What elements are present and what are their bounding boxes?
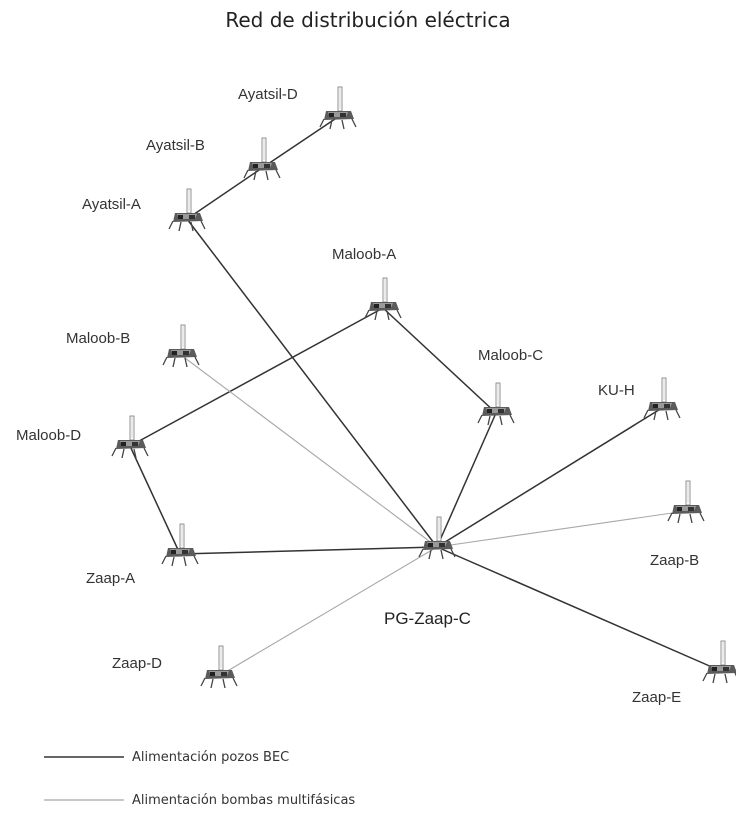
- platform-icon-maloob-c: [477, 382, 515, 426]
- connection-maloob-a-to-maloob-d: [129, 307, 384, 447]
- platform-icon-maloob-d: [111, 415, 149, 459]
- platform-icon-maloob-a: [364, 277, 402, 321]
- label-zaap-a: Zaap-A: [86, 570, 135, 587]
- label-ayatsil-d: Ayatsil-D: [238, 86, 298, 103]
- platform-icon-zaap-d: [200, 645, 238, 689]
- label-ayatsil-b: Ayatsil-B: [146, 137, 205, 154]
- connection-ayatsil-a-to-pg-zaap-c: [186, 218, 438, 548]
- label-zaap-e: Zaap-E: [632, 689, 681, 706]
- label-ayatsil-a: Ayatsil-A: [82, 196, 141, 213]
- platform-icon-ayatsil-b: [243, 137, 281, 181]
- connection-ayatsil-b-to-ayatsil-a: [186, 167, 263, 220]
- platform-icon-zaap-a: [161, 523, 199, 567]
- platform-icon-ayatsil-d: [319, 86, 357, 130]
- platform-icon-ayatsil-a: [168, 188, 206, 232]
- label-zaap-d: Zaap-D: [112, 655, 162, 672]
- label-pg-zaap-c: PG-Zaap-C: [384, 609, 471, 628]
- connection-maloob-b-to-pg-zaap-c: [180, 354, 438, 548]
- connection-maloob-c-to-pg-zaap-c: [436, 412, 497, 548]
- legend-label-bec: Alimentación pozos BEC: [132, 750, 289, 765]
- label-maloob-c: Maloob-C: [478, 347, 543, 364]
- platform-icon-ku-h: [643, 377, 681, 421]
- platform-icon-maloob-b: [162, 324, 200, 368]
- label-maloob-a: Maloob-A: [332, 246, 396, 263]
- label-ku-h: KU-H: [598, 382, 635, 399]
- platform-icon-pg-zaap-c: [418, 516, 456, 560]
- platform-icon-zaap-b: [667, 480, 705, 524]
- connection-pg-zaap-c-to-zaap-e: [436, 546, 722, 672]
- connection-zaap-b-to-pg-zaap-c: [436, 510, 687, 548]
- connection-ku-h-to-pg-zaap-c: [436, 407, 663, 548]
- label-maloob-b: Maloob-B: [66, 330, 130, 347]
- label-maloob-d: Maloob-D: [16, 427, 81, 444]
- connection-ayatsil-d-to-ayatsil-b: [261, 116, 339, 169]
- label-zaap-b: Zaap-B: [650, 552, 699, 569]
- legend-label-multifasica: Alimentación bombas multifásicas: [132, 793, 355, 808]
- connection-maloob-a-to-maloob-c: [382, 307, 497, 414]
- connections-layer: [129, 116, 722, 677]
- connection-zaap-d-to-pg-zaap-c: [218, 546, 438, 677]
- connection-maloob-d-to-zaap-a: [129, 445, 181, 555]
- platform-icon-zaap-e: [702, 640, 736, 684]
- diagram-title: Red de distribución eléctrica: [225, 8, 511, 32]
- connection-zaap-a-to-pg-zaap-c: [179, 546, 438, 555]
- platforms-layer: [111, 86, 736, 689]
